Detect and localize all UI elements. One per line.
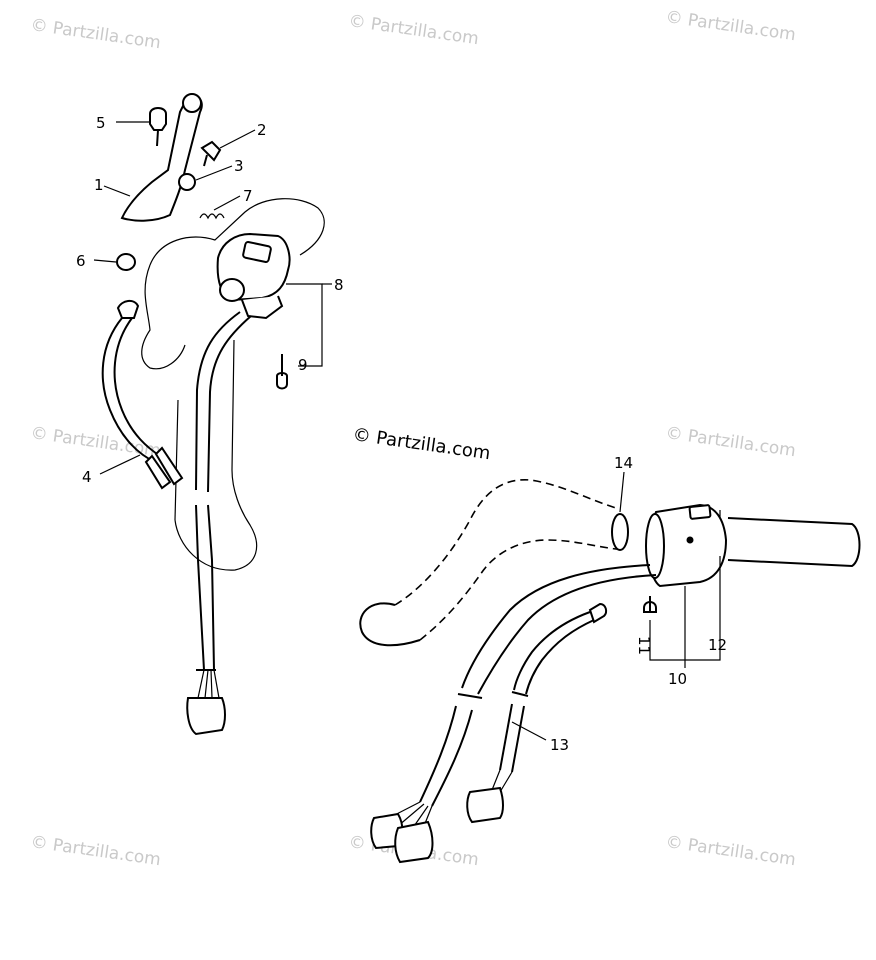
leader-line: [219, 129, 256, 149]
leader-line: [213, 195, 241, 211]
right-handlebar-assembly: [359, 479, 861, 864]
watermark: © Partzilla.com: [664, 423, 797, 461]
leader-bracket: [286, 283, 323, 367]
left-harness-wire: [195, 504, 205, 671]
clutch-switch-wire: [101, 317, 156, 463]
brake-switch-wire: [513, 611, 591, 691]
lever-ball-end: [182, 93, 202, 113]
left-connector: [186, 697, 226, 736]
left-harness-wire: [207, 504, 215, 671]
harness-band: [457, 693, 483, 699]
part-label-12: 12: [708, 636, 727, 654]
right-harness-wire: [431, 709, 473, 807]
brake-switch-connector: [466, 786, 504, 824]
leader-line: [511, 721, 547, 741]
lever-bolt-shaft: [156, 129, 159, 147]
part-label-9: 9: [298, 356, 308, 374]
part-label-5: 5: [96, 114, 106, 132]
left-handlebar-outline: [149, 198, 325, 266]
watermark: © Partzilla.com: [664, 832, 797, 870]
harness-leads: [197, 669, 220, 699]
pivot-bolt: [200, 140, 222, 162]
part-label-1: 1: [94, 176, 104, 194]
lever-bolt: [149, 107, 167, 131]
part-label-2: 2: [257, 121, 267, 139]
pivot-bolt-shaft: [203, 154, 208, 167]
right-handlebar-dashed: [419, 539, 626, 641]
right-harness-wire: [461, 564, 651, 689]
leader-line: [195, 165, 233, 181]
part-label-13: 13: [550, 736, 569, 754]
part-label-10: 10: [668, 670, 687, 688]
leader-lines: [93, 121, 721, 741]
brake-switch-wire: [525, 619, 595, 695]
harness-leads: [491, 769, 513, 793]
left-harness-wire: [195, 311, 241, 491]
watermark-main: © Partzilla.com: [351, 424, 491, 464]
part-label-7: 7: [243, 187, 253, 205]
screw: [276, 372, 288, 390]
watermark: © Partzilla.com: [29, 832, 162, 870]
watermark: © Partzilla.com: [664, 7, 797, 45]
part-labels: 5 2 3 1 7 6 8 9 4 14 11 12 10 13: [76, 114, 727, 754]
clutch-switch: [116, 300, 140, 319]
switch-button: [242, 241, 272, 263]
housing-screw-head: [686, 536, 694, 544]
right-connector: [394, 820, 434, 864]
left-harness-wire: [207, 315, 252, 493]
right-handlebar-dashed: [394, 479, 617, 606]
left-handlebar-outline: [174, 399, 179, 521]
housing-end: [645, 513, 665, 579]
left-handlebar-outline: [174, 339, 258, 571]
part-label-8: 8: [334, 276, 344, 294]
part-label-14: 14: [614, 454, 633, 472]
brake-switch-wire: [511, 705, 525, 773]
leader-line: [103, 185, 131, 197]
switch-button: [688, 504, 712, 520]
watermark: © Partzilla.com: [347, 11, 480, 49]
harness-band: [511, 691, 529, 697]
leader-line: [99, 454, 141, 475]
right-harness-wire: [477, 574, 657, 695]
part-label-4: 4: [82, 468, 92, 486]
part-label-11: 11: [635, 636, 653, 655]
collar: [611, 513, 629, 551]
rubber-cap: [116, 253, 136, 271]
spring: [199, 213, 225, 220]
left-handlebar-assembly: [101, 93, 325, 736]
leader-line: [619, 471, 625, 513]
watermark: © Partzilla.com: [29, 15, 162, 53]
part-label-6: 6: [76, 252, 86, 270]
throttle-grip: [727, 517, 861, 568]
right-harness-wire: [419, 705, 457, 803]
nut: [178, 173, 196, 191]
part-label-3: 3: [234, 157, 244, 175]
harness-leads: [384, 801, 433, 837]
leader-line: [93, 259, 117, 263]
clutch-switch-wire: [113, 317, 161, 457]
clutch-switch-terminal: [154, 446, 184, 486]
left-handlebar-outline: [141, 264, 186, 370]
handlebar-end: [359, 602, 421, 647]
housing-end: [219, 278, 245, 302]
watermarks: © Partzilla.com © Partzilla.com © Partzi…: [29, 7, 797, 870]
housing-bracket: [241, 295, 284, 320]
brake-switch: [588, 602, 608, 624]
clutch-switch-terminal: [144, 454, 172, 490]
brake-switch-wire: [499, 703, 513, 771]
